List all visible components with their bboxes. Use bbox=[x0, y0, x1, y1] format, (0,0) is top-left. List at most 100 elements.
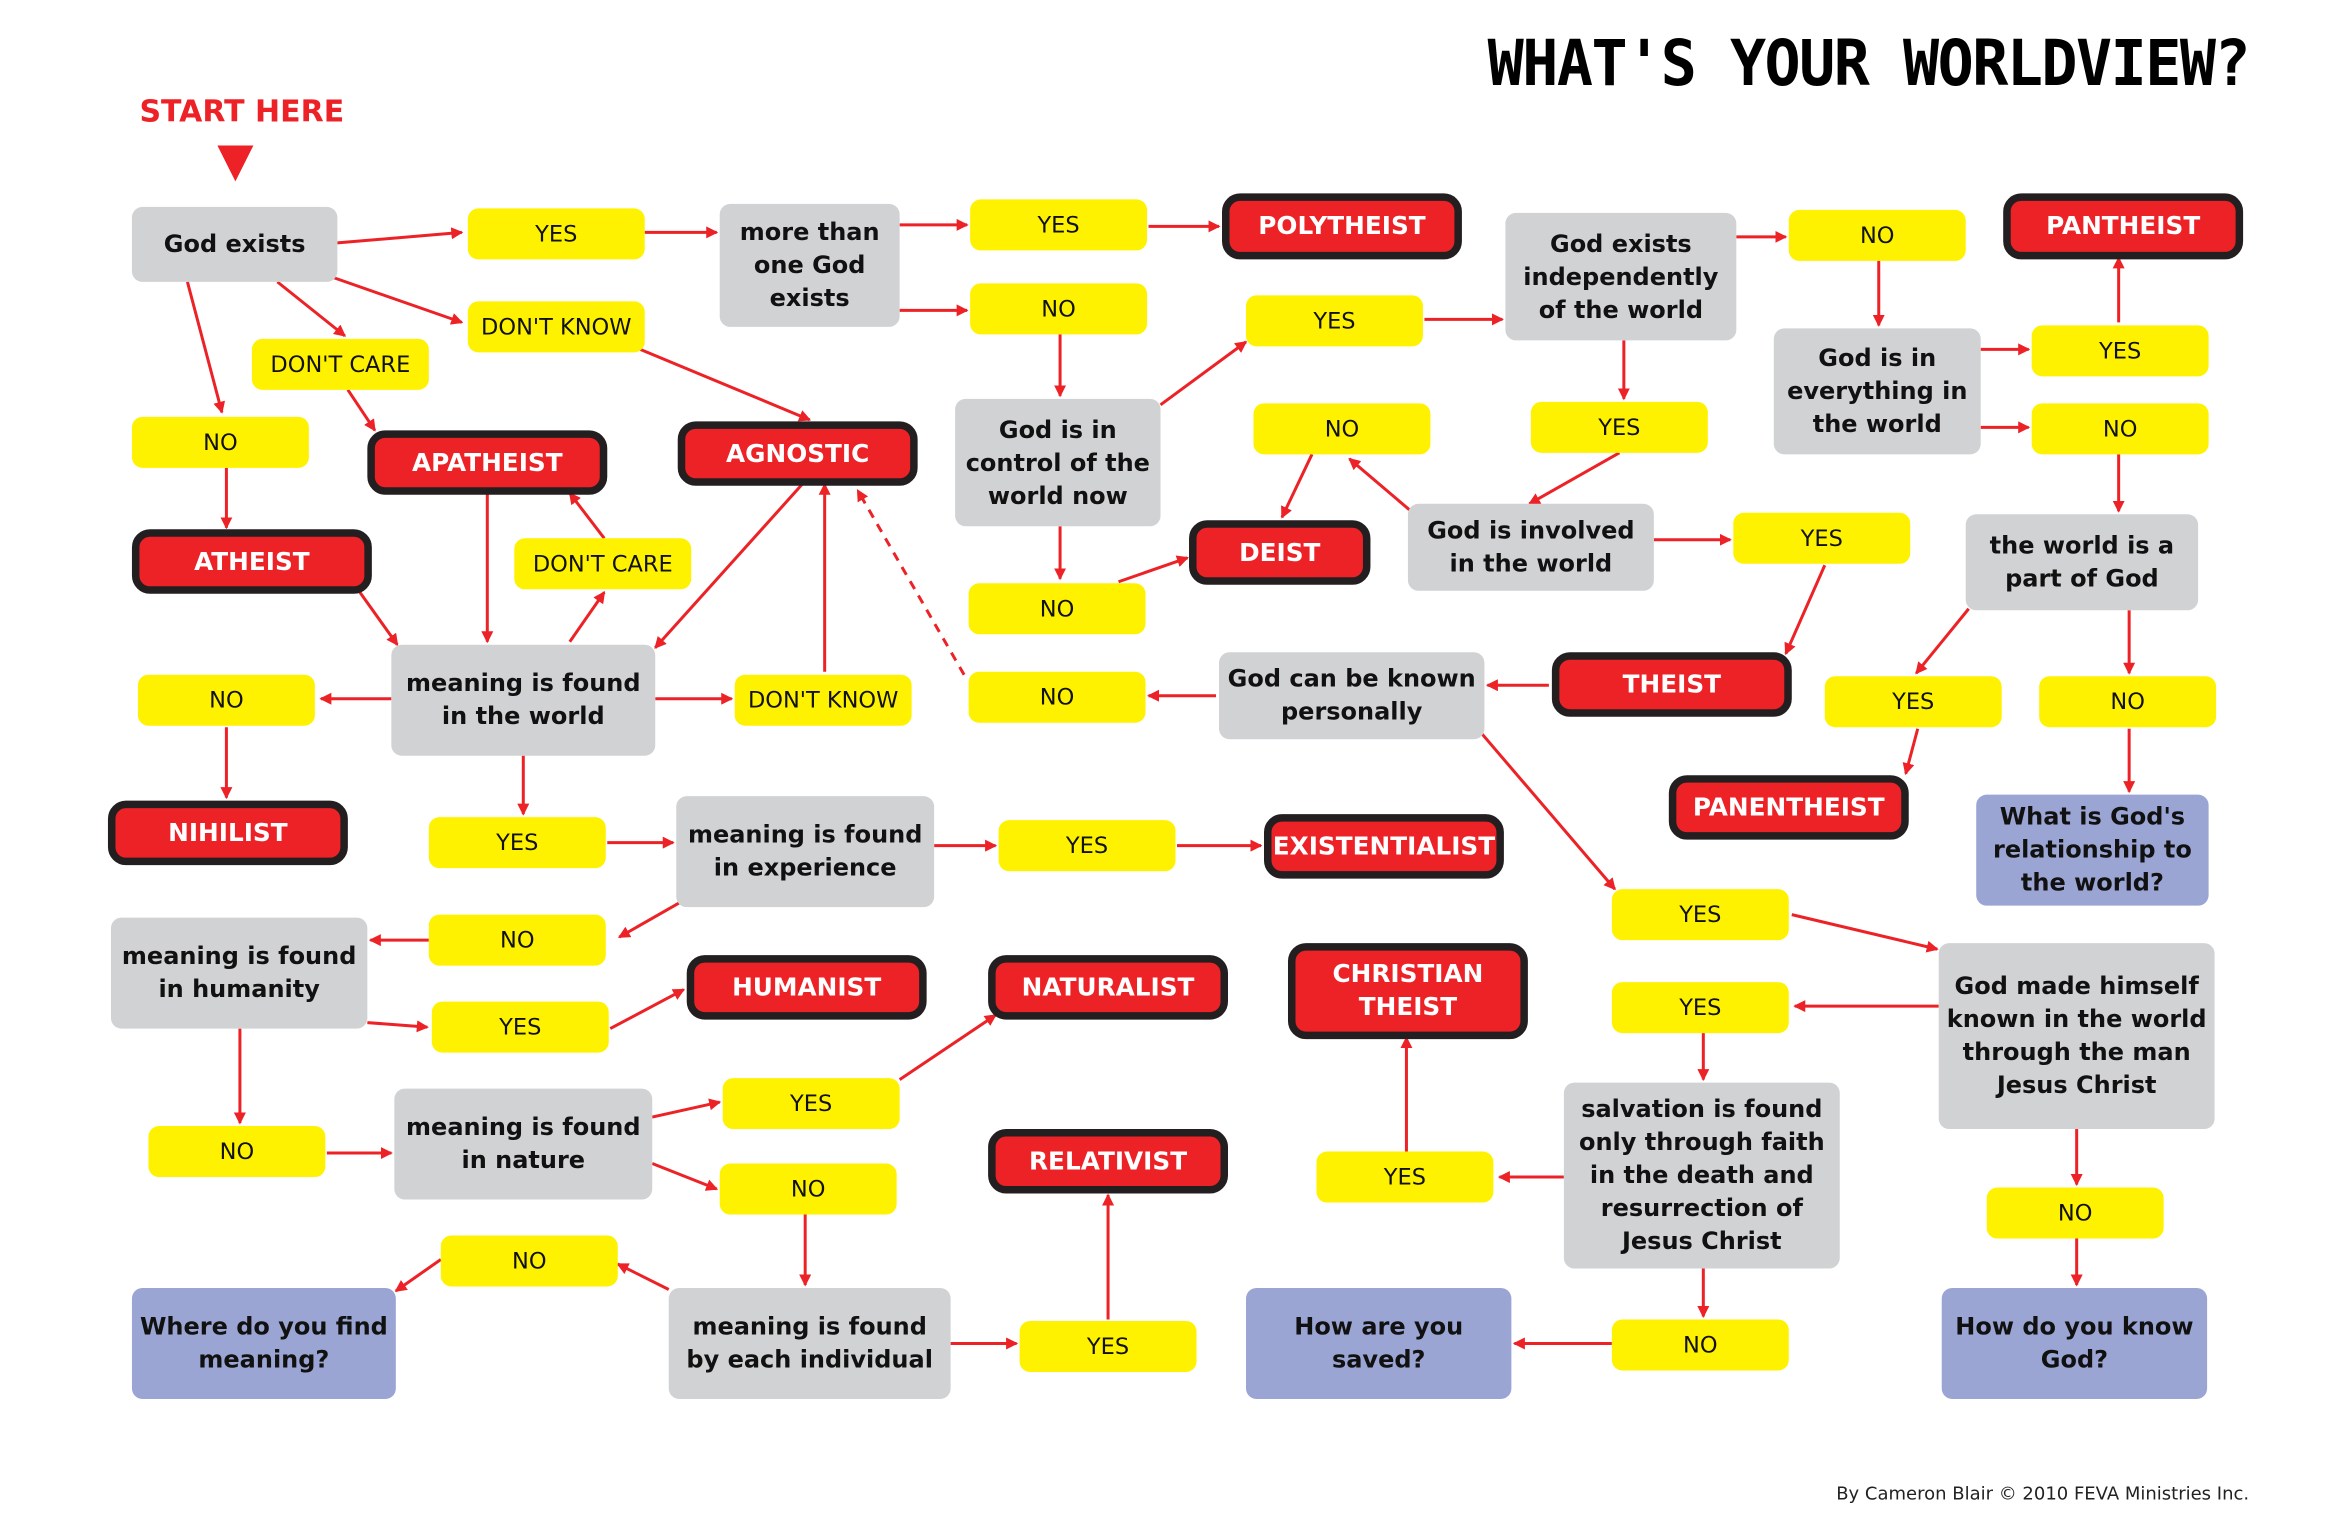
prompt-how-are-you-saved: How are you saved? bbox=[1246, 1287, 1512, 1399]
question-god-is-involved-in-the-world: God is involved in the world bbox=[1407, 503, 1654, 591]
answer-no: NO bbox=[131, 416, 309, 468]
page-title: WHAT'S YOUR WORLDVIEW? bbox=[1487, 28, 2251, 101]
result-existentialist: EXISTENTIALIST bbox=[1263, 814, 1504, 879]
prompt-what-is-god-s-relationship-to-the-world: What is God's relationship to the world? bbox=[1976, 794, 2209, 906]
flow-arrow bbox=[276, 280, 347, 338]
result-apatheist: APATHEIST bbox=[367, 430, 608, 495]
answer-yes: YES bbox=[1246, 295, 1423, 347]
flow-arrow bbox=[898, 1013, 997, 1081]
credit-line: By Cameron Blair © 2010 FEVA Ministries … bbox=[1836, 1482, 2250, 1504]
answer-yes: YES bbox=[1530, 401, 1708, 453]
flow-arrow bbox=[651, 1162, 719, 1191]
result-naturalist: NATURALIST bbox=[988, 955, 1229, 1020]
answer-yes: YES bbox=[998, 820, 1176, 872]
answer-yes: YES bbox=[2031, 325, 2209, 377]
flow-arrow bbox=[1784, 564, 1827, 656]
answer-no: NO bbox=[1986, 1187, 2164, 1239]
flow-arrow bbox=[185, 281, 226, 414]
answer-yes: YES bbox=[1824, 676, 2002, 728]
flow-arrow bbox=[609, 988, 686, 1030]
flow-arrow bbox=[1118, 555, 1189, 584]
answer-no: NO bbox=[968, 671, 1146, 723]
answer-no: NO bbox=[2031, 403, 2209, 455]
start-here-label: START HERE bbox=[139, 92, 345, 129]
answer-don-t-know: DON'T KNOW bbox=[467, 301, 645, 353]
flow-arrow bbox=[617, 899, 683, 939]
flow-arrow bbox=[654, 483, 804, 649]
flow-arrow bbox=[856, 489, 966, 676]
answer-yes: YES bbox=[1733, 512, 1911, 564]
flow-arrow bbox=[1280, 453, 1314, 519]
flow-arrow bbox=[568, 591, 606, 643]
flow-arrow bbox=[616, 1262, 670, 1291]
answer-no: NO bbox=[719, 1163, 897, 1215]
answer-no: NO bbox=[968, 583, 1146, 635]
answer-yes: YES bbox=[1611, 982, 1789, 1034]
start-arrow-icon bbox=[217, 145, 254, 182]
question-salvation-is-found-only-through-faith-in: salvation is found only through faith in… bbox=[1563, 1082, 1840, 1269]
prompt-where-do-you-find-meaning: Where do you find meaning? bbox=[131, 1287, 396, 1399]
flow-arrow bbox=[1791, 913, 1939, 953]
answer-yes: YES bbox=[722, 1078, 900, 1130]
question-meaning-is-found-in-nature: meaning is found in nature bbox=[394, 1088, 653, 1200]
answer-yes: YES bbox=[428, 817, 606, 869]
flow-arrow bbox=[1902, 728, 1920, 776]
answer-no: NO bbox=[1788, 209, 1966, 261]
result-deist: DEIST bbox=[1189, 520, 1371, 585]
flow-arrow bbox=[1528, 451, 1621, 506]
result-polytheist: POLYTHEIST bbox=[1222, 193, 1462, 260]
question-meaning-is-found-in-humanity: meaning is found in humanity bbox=[110, 917, 368, 1029]
answer-no: NO bbox=[1253, 403, 1431, 455]
answer-no: NO bbox=[148, 1126, 326, 1178]
question-god-is-in-control-of-the-world-now: God is in control of the world now bbox=[955, 398, 1161, 527]
answer-yes: YES bbox=[970, 199, 1148, 251]
answer-no: NO bbox=[2039, 676, 2217, 728]
result-atheist: ATHEIST bbox=[131, 529, 372, 594]
flow-arrow bbox=[337, 227, 464, 245]
answer-don-t-care: DON'T CARE bbox=[251, 338, 429, 390]
answer-no: NO bbox=[440, 1235, 618, 1287]
question-more-than-one-god-exists: more than one God exists bbox=[719, 203, 900, 327]
question-god-exists: God exists bbox=[131, 206, 338, 282]
result-pantheist: PANTHEIST bbox=[2003, 193, 2244, 260]
result-agnostic: AGNOSTIC bbox=[677, 421, 918, 486]
answer-no: NO bbox=[137, 674, 315, 726]
prompt-how-do-you-know-god: How do you know God? bbox=[1941, 1287, 2208, 1399]
question-meaning-is-found-by-each-individual: meaning is found by each individual bbox=[668, 1287, 951, 1399]
flow-arrow bbox=[358, 591, 399, 646]
question-meaning-is-found-in-experience: meaning is found in experience bbox=[676, 796, 935, 908]
flow-arrow bbox=[651, 1098, 722, 1119]
flow-arrow bbox=[367, 1020, 429, 1033]
question-meaning-is-found-in-the-world: meaning is found in the world bbox=[391, 644, 656, 756]
flow-arrow bbox=[1915, 607, 1970, 675]
flow-arrow bbox=[332, 275, 464, 325]
answer-no: NO bbox=[1611, 1319, 1789, 1371]
question-god-made-himself-known-in-the-world-thro: God made himself known in the world thro… bbox=[1938, 943, 2215, 1130]
flow-arrow bbox=[639, 347, 812, 422]
answer-no: NO bbox=[970, 283, 1148, 335]
answer-don-t-care: DON'T CARE bbox=[514, 538, 692, 590]
answer-yes: YES bbox=[1019, 1320, 1197, 1372]
result-nihilist: NIHILIST bbox=[107, 800, 348, 866]
result-relativist: RELATIVIST bbox=[988, 1129, 1229, 1194]
answer-yes: YES bbox=[1316, 1151, 1494, 1203]
question-god-exists-independently-of-the-world: God exists independently of the world bbox=[1505, 212, 1737, 341]
answer-don-t-know: DON'T KNOW bbox=[734, 674, 912, 726]
result-christian-theist: CHRISTIAN THEIST bbox=[1287, 943, 1528, 1040]
flow-arrow bbox=[346, 389, 377, 432]
answer-yes: YES bbox=[467, 208, 645, 260]
question-god-can-be-known-personally: God can be known personally bbox=[1219, 652, 1485, 740]
flow-arrow bbox=[394, 1258, 442, 1293]
flow-arrow bbox=[1348, 457, 1411, 511]
answer-yes: YES bbox=[1611, 889, 1789, 941]
result-panentheist: PANENTHEIST bbox=[1668, 775, 1909, 840]
flow-arrow bbox=[1480, 732, 1616, 891]
flow-arrow bbox=[568, 492, 606, 540]
result-humanist: HUMANIST bbox=[686, 955, 927, 1020]
question-god-is-in-everything-in-the-world: God is in everything in the world bbox=[1773, 328, 1981, 455]
answer-yes: YES bbox=[431, 1001, 609, 1053]
answer-no: NO bbox=[428, 914, 606, 966]
flow-arrow bbox=[1159, 340, 1248, 407]
